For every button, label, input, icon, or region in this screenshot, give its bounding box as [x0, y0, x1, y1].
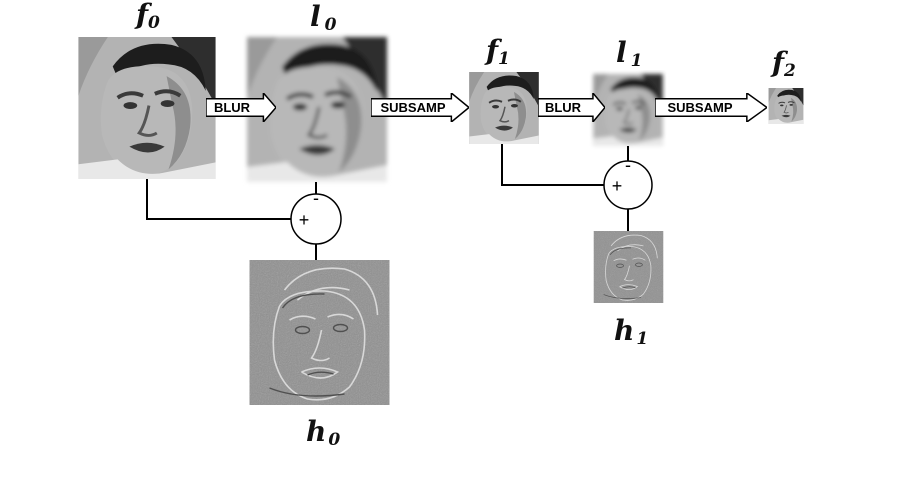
- subsamp-arrow-1-label: SUBSAMP: [667, 100, 732, 115]
- image-f1: [468, 72, 540, 144]
- label-f1: f1: [484, 34, 510, 69]
- blur-arrow-1: BLUR: [538, 93, 605, 122]
- subsamp-arrow-0: SUBSAMP: [371, 93, 469, 122]
- sum-node-0-minus: -: [313, 188, 319, 208]
- sum-node-1-minus: -: [625, 155, 631, 175]
- blur-arrow-0: BLUR: [206, 93, 276, 122]
- connectors-level-1: [501, 144, 629, 231]
- sum-node-1: + -: [603, 155, 653, 210]
- image-f0: [78, 37, 215, 179]
- connectors-level-0: [146, 179, 317, 260]
- sum-node-0: + -: [290, 188, 342, 245]
- subsamp-arrow-1: SUBSAMP: [655, 93, 767, 122]
- image-h1: [594, 231, 664, 303]
- image-f2: [768, 88, 804, 124]
- label-f2: f2: [770, 46, 796, 81]
- sum-node-1-plus: +: [612, 176, 623, 196]
- label-f0: f0: [134, 0, 160, 33]
- image-h0: [250, 260, 390, 405]
- subsamp-arrow-0-label: SUBSAMP: [380, 100, 445, 115]
- sum-node-0-plus: +: [299, 210, 310, 230]
- blur-arrow-1-label: BLUR: [545, 100, 582, 115]
- blur-arrow-0-label: BLUR: [214, 100, 251, 115]
